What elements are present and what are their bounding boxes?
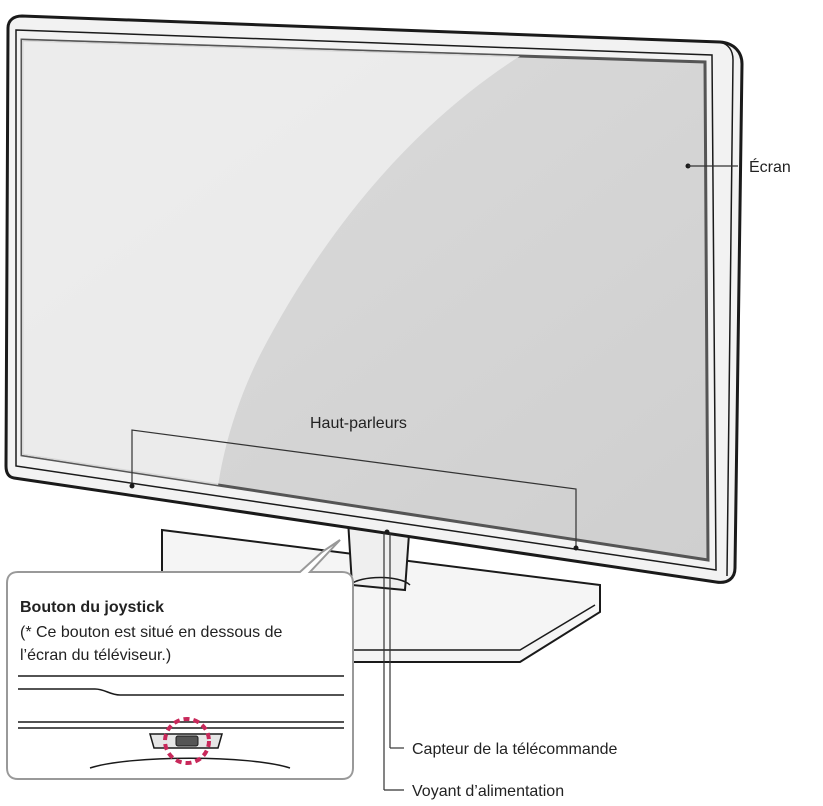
callout-speakers: Haut-parleurs [129,415,579,551]
speaker-left-dot [129,483,135,489]
tv-side-edge [719,41,734,577]
callout-sensor: Capteur de la télécommande Voyant d’alim… [383,529,618,800]
joystick-inset: Bouton du joystick (* Ce bouton est situ… [6,539,354,780]
inset-bottom-curve [89,757,291,769]
power-indicator-label: Voyant d’alimentation [412,783,564,800]
tv-monitor [4,14,744,584]
inset-note-line2: l’écran du téléviseur.) [20,647,171,664]
speaker-right-dot [573,545,579,551]
inset-box [6,539,354,780]
speakers-bracket [131,429,577,548]
speakers-label: Haut-parleurs [310,415,407,432]
callout-screen: Écran [685,157,791,176]
sensor-dot [384,529,390,535]
screen-glare [22,40,520,486]
inset-note-line1: (* Ce bouton est situé en dessous de [20,624,282,641]
tv-inner-bezel [15,29,717,571]
inset-title: Bouton du joystick [20,599,164,616]
inset-edge-curve [18,688,344,696]
screen-label: Écran [749,157,791,176]
joystick-button [175,735,199,747]
remote-sensor-label: Capteur de la télécommande [412,741,618,758]
stand-base-edge [330,604,596,651]
joystick-highlight-circle [163,717,211,765]
